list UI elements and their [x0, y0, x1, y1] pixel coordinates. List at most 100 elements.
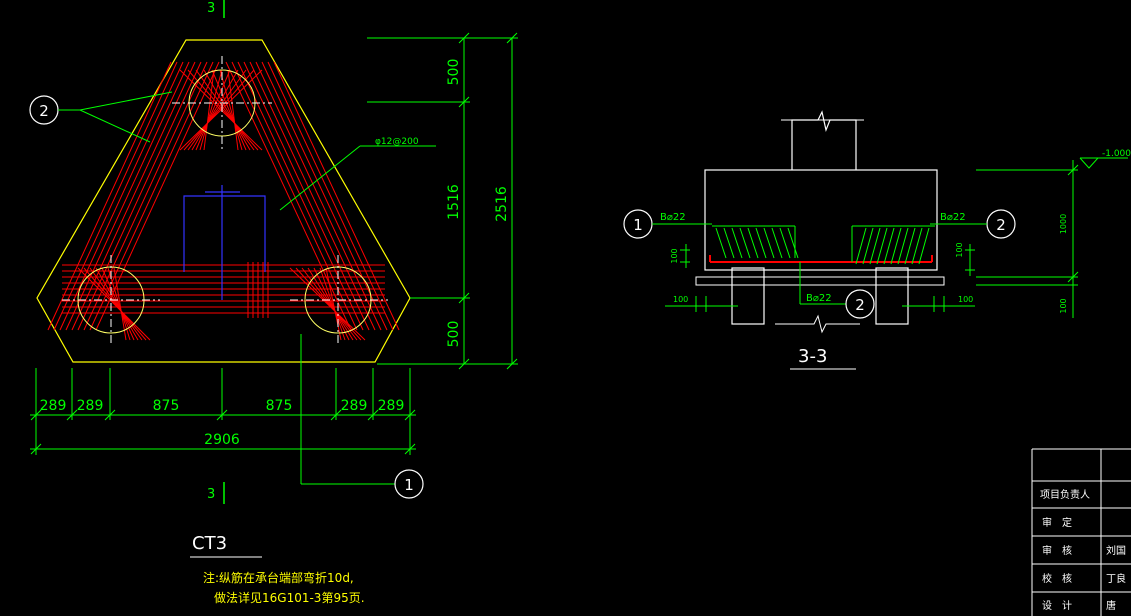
hatch-line [897, 227, 909, 265]
column-stub [791, 110, 857, 170]
rebar-line [267, 61, 394, 331]
rebar-line [273, 61, 400, 331]
svg-text:100: 100 [673, 295, 688, 304]
hatch-line [755, 227, 767, 259]
rebar-line [195, 69, 255, 151]
svg-text:审 定: 审 定 [1042, 516, 1072, 529]
rebar-line [261, 61, 388, 331]
rebar-label-left: B⌀22 [660, 212, 686, 223]
rebar-line [249, 61, 376, 331]
hatch-line [787, 227, 799, 259]
hatch-line [918, 227, 930, 265]
rebar-line [101, 267, 135, 341]
rebar-line [65, 61, 190, 331]
hatch-line [855, 227, 867, 265]
hatch-line [771, 227, 783, 259]
plan-title: CT3 [192, 533, 227, 554]
rebar-hatch [712, 225, 935, 265]
svg-text:100: 100 [958, 295, 973, 304]
note-line-2: 做法详见16G101-3第95页. [214, 590, 365, 605]
svg-text:审 核: 审 核 [1042, 544, 1072, 557]
dimension-bottom [30, 368, 416, 455]
hatch-line [904, 227, 916, 265]
rebar-line [231, 61, 358, 331]
column-outline [183, 195, 266, 272]
rebar-line [307, 267, 354, 341]
pile-right [875, 267, 909, 325]
hatch-line [739, 227, 751, 259]
svg-text:289: 289 [378, 398, 405, 414]
hatch-line [763, 227, 775, 259]
plan-view: 3 2 φ12@200 [29, 0, 518, 605]
section-mark-top: 3 [207, 1, 215, 16]
svg-text:289: 289 [341, 398, 368, 414]
svg-text:100: 100 [1059, 298, 1068, 313]
hatch-line [911, 227, 923, 265]
title-block [1031, 448, 1131, 616]
svg-text:875: 875 [266, 398, 293, 414]
section-bubble-bottom [845, 289, 875, 319]
hatch-line [715, 227, 727, 259]
svg-text:1: 1 [633, 216, 643, 234]
svg-text:项目负责人: 项目负责人 [1040, 488, 1090, 501]
rebar-line [295, 267, 362, 341]
rebar-line [71, 61, 196, 331]
rebar-line [289, 267, 366, 341]
svg-text:875: 875 [153, 398, 180, 414]
hatch-line [747, 227, 759, 259]
hatch-line [731, 227, 743, 259]
rebar-line [195, 69, 231, 151]
rebar-label-right: B⌀22 [940, 212, 966, 223]
svg-text:100: 100 [955, 242, 964, 257]
svg-text:丁良: 丁良 [1106, 572, 1126, 585]
svg-text:1: 1 [404, 476, 414, 494]
section-view: 1 B⌀22 2 B⌀22 B⌀22 2 100 100 100 [623, 110, 1131, 370]
svg-text:1000: 1000 [1059, 214, 1068, 234]
title-block-text: 项目负责人 审 定 审 核 校 核 设 计 刘国 丁良 唐 [1040, 488, 1126, 612]
hatch-line [779, 227, 791, 259]
rebar-label-bottom: B⌀22 [806, 293, 832, 304]
rebar-line [77, 267, 151, 341]
dim-bottom-500: 500 [446, 321, 462, 348]
rebar-line [227, 69, 239, 151]
rebar-line [59, 61, 184, 331]
hatch-line [723, 227, 735, 259]
dim-total-2516: 2516 [494, 186, 510, 222]
dim-middle-1516: 1516 [446, 184, 462, 220]
dimension-right [367, 32, 518, 370]
rebar-line [211, 69, 247, 151]
svg-text:289: 289 [40, 398, 67, 414]
rebar-line [325, 267, 342, 341]
hatch-line [869, 227, 881, 265]
rebar-line [107, 267, 131, 341]
hatch-line [890, 227, 902, 265]
section-mark-bottom: 3 [207, 487, 215, 502]
svg-text:2: 2 [996, 216, 1006, 234]
svg-text:刘国: 刘国 [1106, 545, 1126, 557]
hatch-line [876, 227, 888, 265]
rebar-line [83, 61, 208, 331]
rebar-line [237, 61, 364, 331]
pile-cap-outline [36, 39, 411, 363]
rebar-line [191, 69, 239, 151]
rebar-line [219, 69, 243, 151]
rebar-line [113, 267, 127, 341]
rebar-line [243, 61, 370, 331]
rebar-line [255, 61, 382, 331]
rebar-line [187, 69, 247, 151]
svg-text:2: 2 [855, 296, 865, 314]
pile-left [731, 267, 765, 325]
dim-total-2906: 2906 [204, 432, 240, 448]
rebar-line [53, 61, 178, 331]
rebar-line [203, 69, 251, 151]
dim-top-500: 500 [446, 59, 462, 86]
rebar-line [183, 69, 255, 151]
hatch-line [883, 227, 895, 265]
rebar-line [313, 267, 350, 341]
bubble-rebar-1 [394, 469, 424, 499]
svg-text:唐: 唐 [1106, 599, 1116, 612]
svg-text:100: 100 [670, 248, 679, 263]
rebar-spec-note: φ12@200 [375, 137, 419, 147]
section-title: 3-3 [798, 346, 827, 367]
